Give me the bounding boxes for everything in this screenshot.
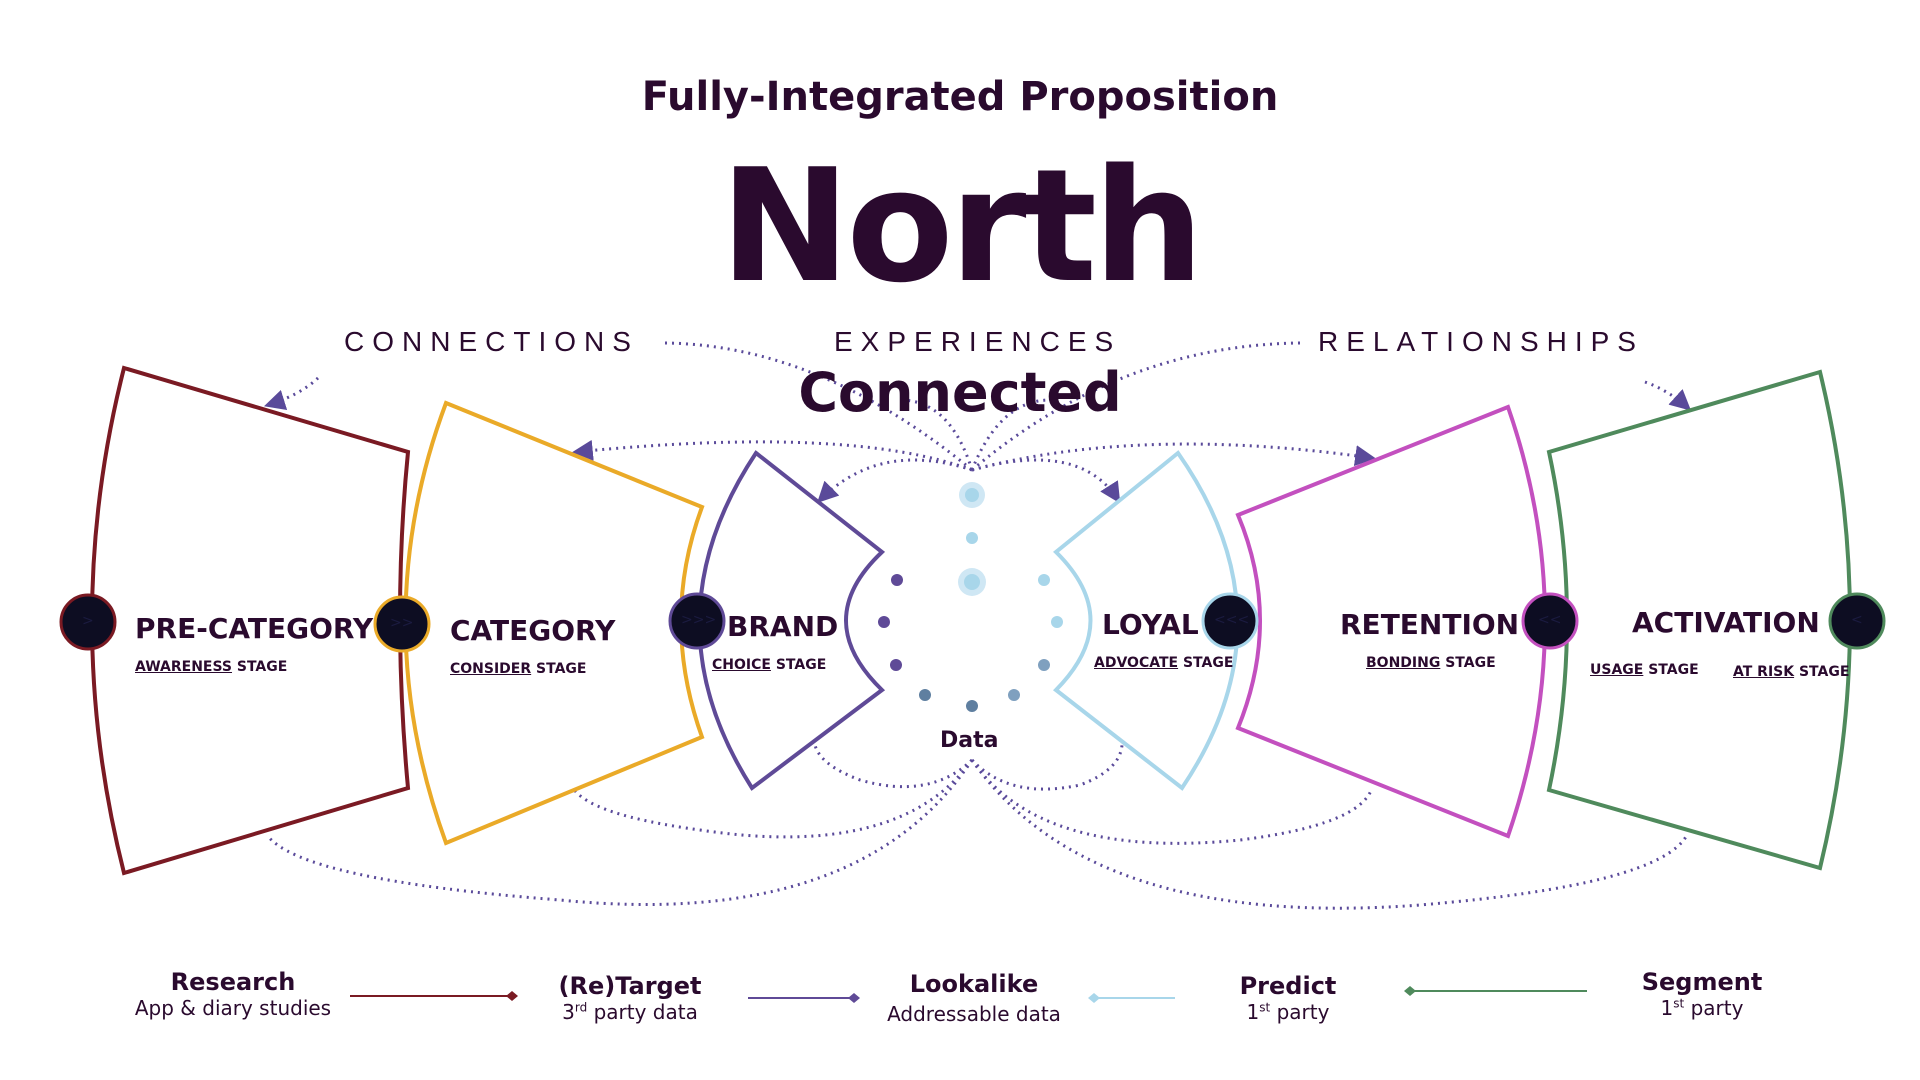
- stage-sub: CHOICE STAGE: [712, 657, 827, 673]
- node-brand: [668, 592, 726, 650]
- stage-name: ACTIVATION: [1632, 606, 1820, 639]
- node-label-pre-category: >: [82, 613, 94, 629]
- data-cluster: [878, 482, 1063, 712]
- data-to-loyal: [970, 744, 1124, 791]
- data-to-brand: [813, 744, 974, 789]
- stage-activation: ACTIVATION: [1632, 606, 1820, 639]
- legend-title: Predict: [1239, 972, 1337, 1000]
- stage-nodes: [59, 592, 1886, 653]
- tagline: Connected: [798, 361, 1122, 424]
- stage-name: BRAND: [727, 610, 839, 643]
- stage-shape-pre-category: [90, 365, 411, 876]
- data-connectors: [265, 744, 1689, 910]
- legend-connectors: [350, 986, 1587, 1003]
- pillar-connections: CONNECTIONS: [344, 326, 639, 357]
- node-label-activation: <: [1851, 612, 1863, 628]
- legend-sub: 1st party: [1246, 1000, 1330, 1024]
- legend-segment: Segment 1st party: [1582, 968, 1822, 1020]
- stage-shape-loyal: [1052, 450, 1240, 791]
- data-to-retention: [970, 759, 1374, 845]
- node-label-retention: <<: [1538, 612, 1562, 628]
- page-title: North: [719, 135, 1204, 317]
- stage-name: PRE-CATEGORY: [135, 612, 374, 645]
- legend-sub: Addressable data: [887, 1002, 1061, 1026]
- arrow-to-brand: [817, 458, 973, 503]
- legend-title: (Re)Target: [558, 972, 702, 1000]
- legend-predict: Predict 1st party: [1168, 972, 1408, 1024]
- arrow-to-category: [571, 439, 973, 472]
- legend-title: Segment: [1641, 968, 1763, 996]
- subtitle: Fully-Integrated Proposition: [641, 74, 1279, 120]
- legend-sub: App & diary studies: [134, 996, 332, 1020]
- stage-retention: RETENTION BONDING STAGE: [1340, 608, 1519, 671]
- stage-pre-category: PRE-CATEGORY AWARENESS STAGE: [135, 612, 373, 675]
- stage-sub: CONSIDER STAGE: [450, 661, 587, 677]
- connector-experiences-left: [899, 398, 974, 471]
- stage-loyal: LOYAL ADVOCATE STAGE: [1094, 608, 1233, 671]
- legend-title: Research: [170, 968, 296, 996]
- stage-shape-brand: [697, 450, 886, 791]
- connector-relationships: [971, 341, 1301, 472]
- node-label-loyal: <<<: [1214, 612, 1250, 628]
- stage-name: RETENTION: [1340, 608, 1520, 641]
- legend-lookalike: Lookalike Addressable data: [854, 970, 1094, 1026]
- data-label: Data: [940, 728, 999, 753]
- legend-sub: 3rd party data: [562, 1000, 698, 1024]
- stage-sub-at-risk: AT RISK STAGE: [1733, 664, 1850, 680]
- node-category: [373, 595, 431, 653]
- data-to-category: [571, 759, 974, 839]
- stage-name: CATEGORY: [450, 614, 616, 647]
- connector-connections: [664, 341, 973, 472]
- stage-category: CATEGORY CONSIDER STAGE: [450, 614, 615, 677]
- node-pre-category: [59, 593, 117, 651]
- stage-brand: BRAND CHOICE STAGE: [712, 610, 839, 673]
- stage-sub: AWARENESS STAGE: [135, 659, 288, 675]
- node-loyal: [1201, 592, 1259, 650]
- node-label-brand: >>>: [681, 612, 717, 628]
- stage-sub: ADVOCATE STAGE: [1094, 655, 1234, 671]
- legend-retarget: (Re)Target 3rd party data: [510, 972, 750, 1024]
- legend-research: Research App & diary studies: [113, 968, 353, 1020]
- pillar-relationships: RELATIONSHIPS: [1318, 326, 1644, 357]
- pillar-arrows: [263, 341, 1692, 504]
- arrow-to-loyal: [971, 458, 1121, 504]
- stage-shape-category: [403, 400, 705, 846]
- stage-shape-retention: [1235, 404, 1547, 839]
- node-activation: [1828, 592, 1886, 650]
- pillar-experiences: EXPERIENCES: [834, 326, 1122, 357]
- connector-experiences-right: [970, 398, 1051, 471]
- stage-sub-usage: USAGE STAGE: [1590, 662, 1699, 678]
- node-label-category: >>: [390, 615, 414, 631]
- legend-title: Lookalike: [909, 970, 1039, 998]
- legend-sub: 1st party: [1660, 996, 1744, 1020]
- stage-sub: BONDING STAGE: [1366, 655, 1496, 671]
- stage-name: LOYAL: [1102, 608, 1199, 641]
- stage-shape-activation: [1546, 369, 1852, 871]
- node-retention: [1521, 592, 1579, 650]
